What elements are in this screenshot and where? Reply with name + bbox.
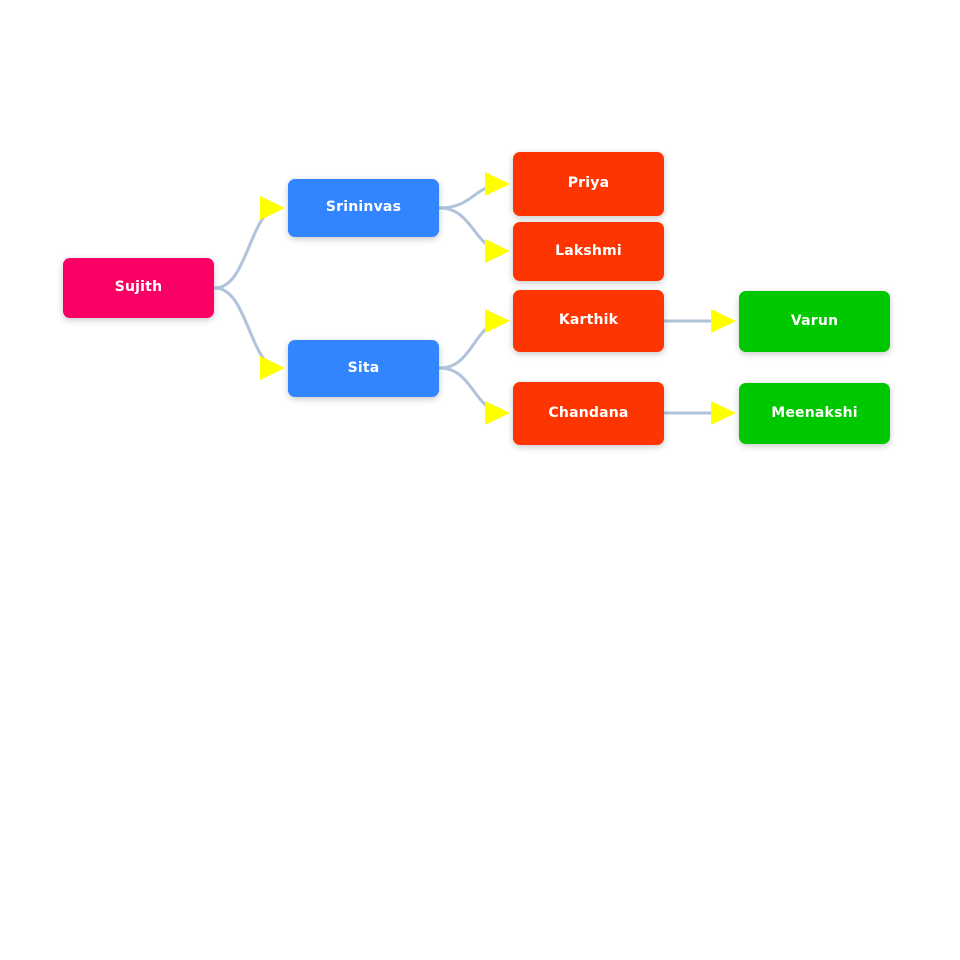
node-lakshmi[interactable]: Lakshmi — [513, 222, 664, 281]
node-label-priya: Priya — [567, 175, 610, 192]
arrowhead-sujith-srininvas — [260, 196, 285, 220]
arrowhead-srininvas-lakshmi — [485, 239, 510, 263]
arrowhead-sujith-sita — [260, 356, 285, 380]
edge-srininvas-lakshmi — [438, 206, 506, 253]
edge-sujith-sita — [213, 286, 281, 370]
edge-sita-karthik — [438, 319, 506, 370]
node-sujith[interactable]: Sujith — [63, 258, 214, 318]
node-label-srininvas: Srininvas — [325, 199, 402, 216]
node-label-sita: Sita — [347, 359, 380, 376]
node-varun[interactable]: Varun — [739, 291, 890, 352]
node-label-varun: Varun — [790, 312, 839, 329]
node-chandana[interactable]: Chandana — [513, 382, 664, 445]
edge-sujith-srininvas — [213, 206, 281, 290]
node-srininvas[interactable]: Srininvas — [288, 179, 439, 237]
arrowhead-srininvas-priya — [485, 172, 510, 196]
arrowhead-karthik-varun — [711, 309, 736, 333]
node-label-lakshmi: Lakshmi — [555, 242, 622, 259]
arrowhead-chandana-meenakshi — [711, 401, 736, 425]
node-label-meenakshi: Meenakshi — [771, 404, 858, 421]
edge-sita-chandana — [438, 366, 506, 415]
node-label-chandana: Chandana — [548, 404, 629, 421]
node-karthik[interactable]: Karthik — [513, 290, 664, 352]
arrowhead-sita-karthik — [485, 309, 510, 333]
edge-srininvas-priya — [438, 182, 506, 210]
node-label-sujith: Sujith — [114, 279, 163, 296]
node-label-karthik: Karthik — [558, 312, 619, 329]
node-priya[interactable]: Priya — [513, 152, 664, 216]
node-meenakshi[interactable]: Meenakshi — [739, 383, 890, 444]
node-sita[interactable]: Sita — [288, 340, 439, 397]
arrowhead-sita-chandana — [485, 401, 510, 425]
